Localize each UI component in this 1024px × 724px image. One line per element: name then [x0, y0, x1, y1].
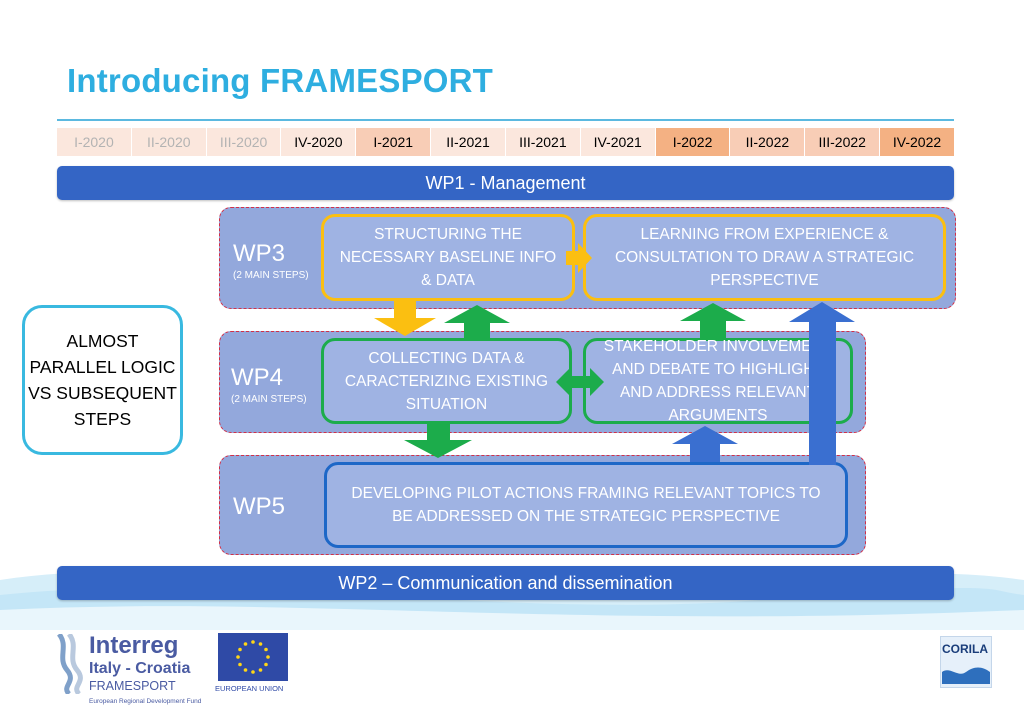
timeline-quarter: I-2021: [356, 128, 432, 156]
yellow-right-arrow: [566, 243, 592, 273]
eu-star: [266, 655, 270, 659]
green-down-arrow: [404, 424, 472, 458]
interreg-wave-icon: [56, 634, 83, 694]
green-up-arrow-right: [680, 303, 746, 340]
side-note-box: ALMOST PARALLEL LOGIC VS SUBSEQUENT STEP…: [22, 305, 183, 455]
wp3-step2-box: LEARNING FROM EXPERIENCE & CONSULTATION …: [583, 214, 946, 301]
eu-star: [264, 662, 268, 667]
wp5-label: WP5: [233, 493, 286, 520]
wp3-label: WP3: [233, 240, 286, 267]
interreg-logo: Interreg Italy - Croatia FRAMESPORT Euro…: [55, 632, 295, 712]
wp4-label: WP4: [231, 364, 284, 391]
wp2-communication-bar: WP2 – Communication and dissemination: [57, 566, 954, 600]
corila-wave-icon: [942, 667, 990, 684]
blue-up-arrow-short: [672, 426, 738, 462]
timeline-quarter: IV-2021: [580, 128, 656, 156]
eu-star: [251, 670, 255, 674]
wp4-sublabel: (2 MAIN STEPS): [231, 394, 307, 405]
eu-star: [243, 642, 248, 646]
title-underline: [57, 119, 954, 121]
timeline-quarter: II-2020: [131, 128, 207, 156]
timeline-quarter: IV-2022: [880, 128, 954, 156]
wp5-step1-box: DEVELOPING PILOT ACTIONS FRAMING RELEVAN…: [324, 462, 848, 548]
page-title: Introducing FRAMESPORT: [67, 62, 494, 99]
timeline-quarter: III-2021: [505, 128, 581, 156]
blue-up-arrow-tall: [789, 302, 855, 465]
interreg-project: FRAMESPORT: [89, 679, 176, 693]
eu-star: [243, 668, 248, 672]
eu-stars-icon: [236, 640, 270, 674]
timeline-quarter: III-2022: [805, 128, 881, 156]
eu-star: [258, 668, 263, 672]
timeline-quarter: II-2022: [730, 128, 806, 156]
eu-star: [264, 647, 268, 652]
timeline-quarter: II-2021: [431, 128, 506, 156]
wp4-step1-box: COLLECTING DATA & CARACTERIZING EXISTING…: [321, 338, 572, 424]
eu-star: [251, 640, 255, 644]
eu-star: [236, 655, 240, 659]
timeline-quarter: IV-2020: [281, 128, 357, 156]
eu-star: [238, 662, 242, 667]
eu-star: [238, 647, 242, 652]
timeline-quarter: I-2020: [57, 128, 132, 156]
interreg-region: Italy - Croatia: [89, 660, 191, 677]
eu-star: [258, 642, 263, 646]
wp1-management-bar: WP1 - Management: [57, 166, 954, 200]
corila-logo: CORILA: [940, 636, 992, 688]
yellow-down-arrow: [374, 301, 436, 336]
eu-label: EUROPEAN UNION: [215, 684, 284, 693]
wp3-sublabel: (2 MAIN STEPS): [233, 270, 309, 281]
corila-label: CORILA: [942, 642, 988, 656]
green-up-arrow-left: [444, 305, 510, 340]
green-double-arrow: [556, 368, 604, 396]
timeline-quarter: I-2022: [655, 128, 731, 156]
interreg-program: Interreg: [89, 632, 179, 659]
wp3-step1-box: STRUCTURING THE NECESSARY BASELINE INFO …: [321, 214, 575, 301]
eu-flag: [218, 633, 288, 681]
timeline-quarter: III-2020: [206, 128, 282, 156]
interreg-fund: European Regional Development Fund: [89, 698, 202, 705]
